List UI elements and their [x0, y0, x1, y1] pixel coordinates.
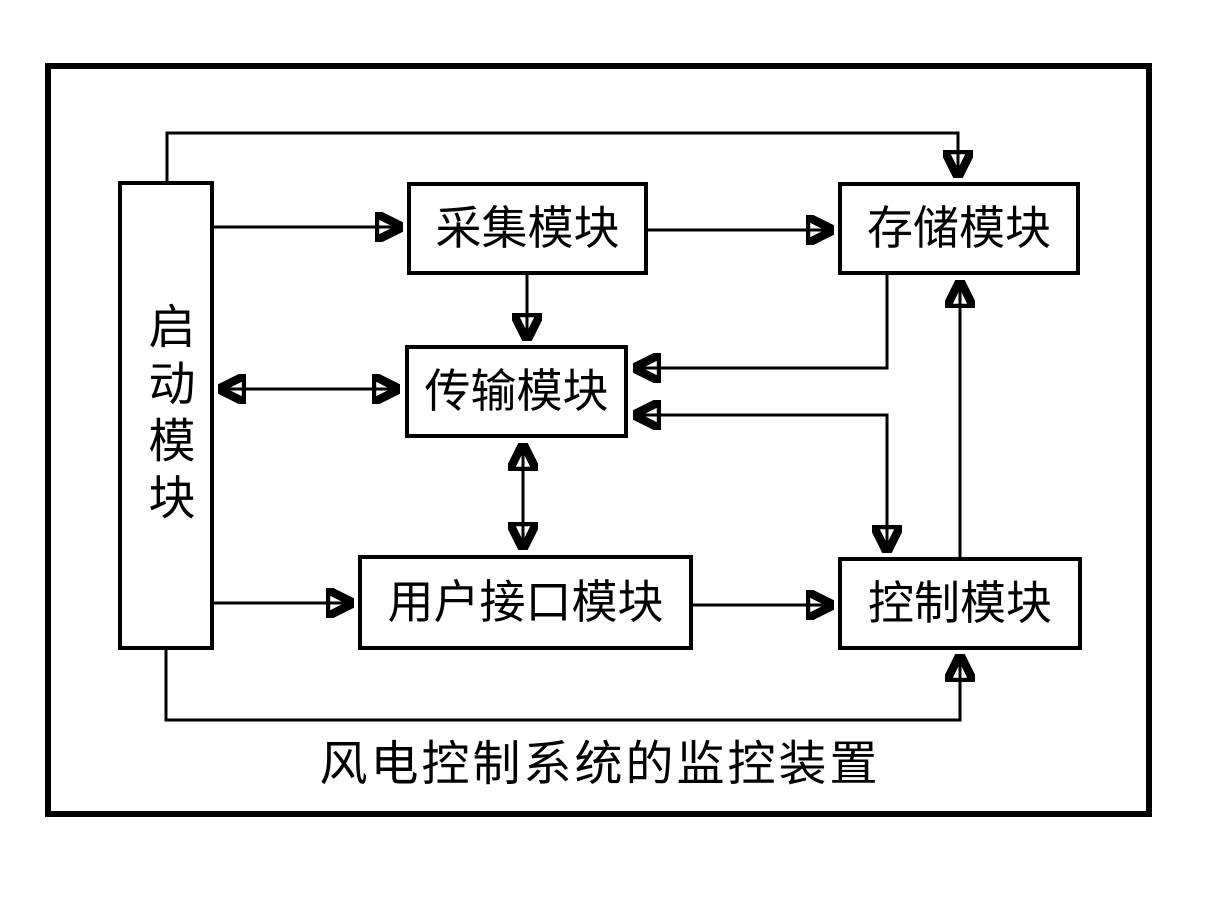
module-store-label: 存储模块 — [867, 202, 1051, 254]
module-transmit-label: 传输模块 — [424, 365, 609, 417]
module-start: 启动模块 — [118, 181, 214, 650]
module-control: 控制模块 — [838, 557, 1082, 650]
module-transmit: 传输模块 — [405, 345, 628, 438]
figure-caption: 风电控制系统的监控装置 — [319, 738, 881, 791]
module-collect: 采集模块 — [407, 182, 648, 275]
module-user-interface: 用户接口模块 — [358, 555, 693, 650]
module-control-label: 控制模块 — [868, 577, 1052, 629]
module-start-label: 启动模块 — [140, 301, 193, 530]
device-boundary-frame — [45, 63, 1152, 817]
module-store: 存储模块 — [838, 182, 1080, 275]
module-user-interface-label: 用户接口模块 — [387, 576, 664, 628]
module-collect-label: 采集模块 — [435, 202, 620, 254]
